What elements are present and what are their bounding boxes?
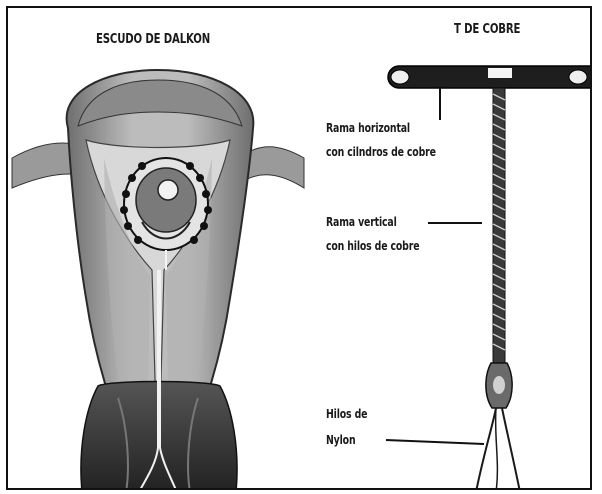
label-horizontal-arm-line1: Rama horizontal bbox=[326, 120, 410, 136]
title-dalkon-shield: ESCUDO DE DALKON bbox=[96, 32, 210, 48]
label-vertical-arm-line2: con hilos de cobre bbox=[326, 238, 419, 254]
diagram-frame: ESCUDO DE DALKON T DE COBRE Rama horizon… bbox=[6, 6, 592, 490]
label-vertical-arm-line1: Rama vertical bbox=[326, 214, 397, 230]
label-horizontal-arm-line2: con cilndros de cobre bbox=[326, 144, 436, 160]
label-threads-line1: Hilos de bbox=[326, 406, 367, 422]
leader-threads bbox=[386, 440, 484, 444]
label-threads-line2: Nylon bbox=[326, 432, 355, 448]
copper-t-icon bbox=[8, 8, 592, 490]
title-copper-t: T DE COBRE bbox=[454, 22, 520, 38]
